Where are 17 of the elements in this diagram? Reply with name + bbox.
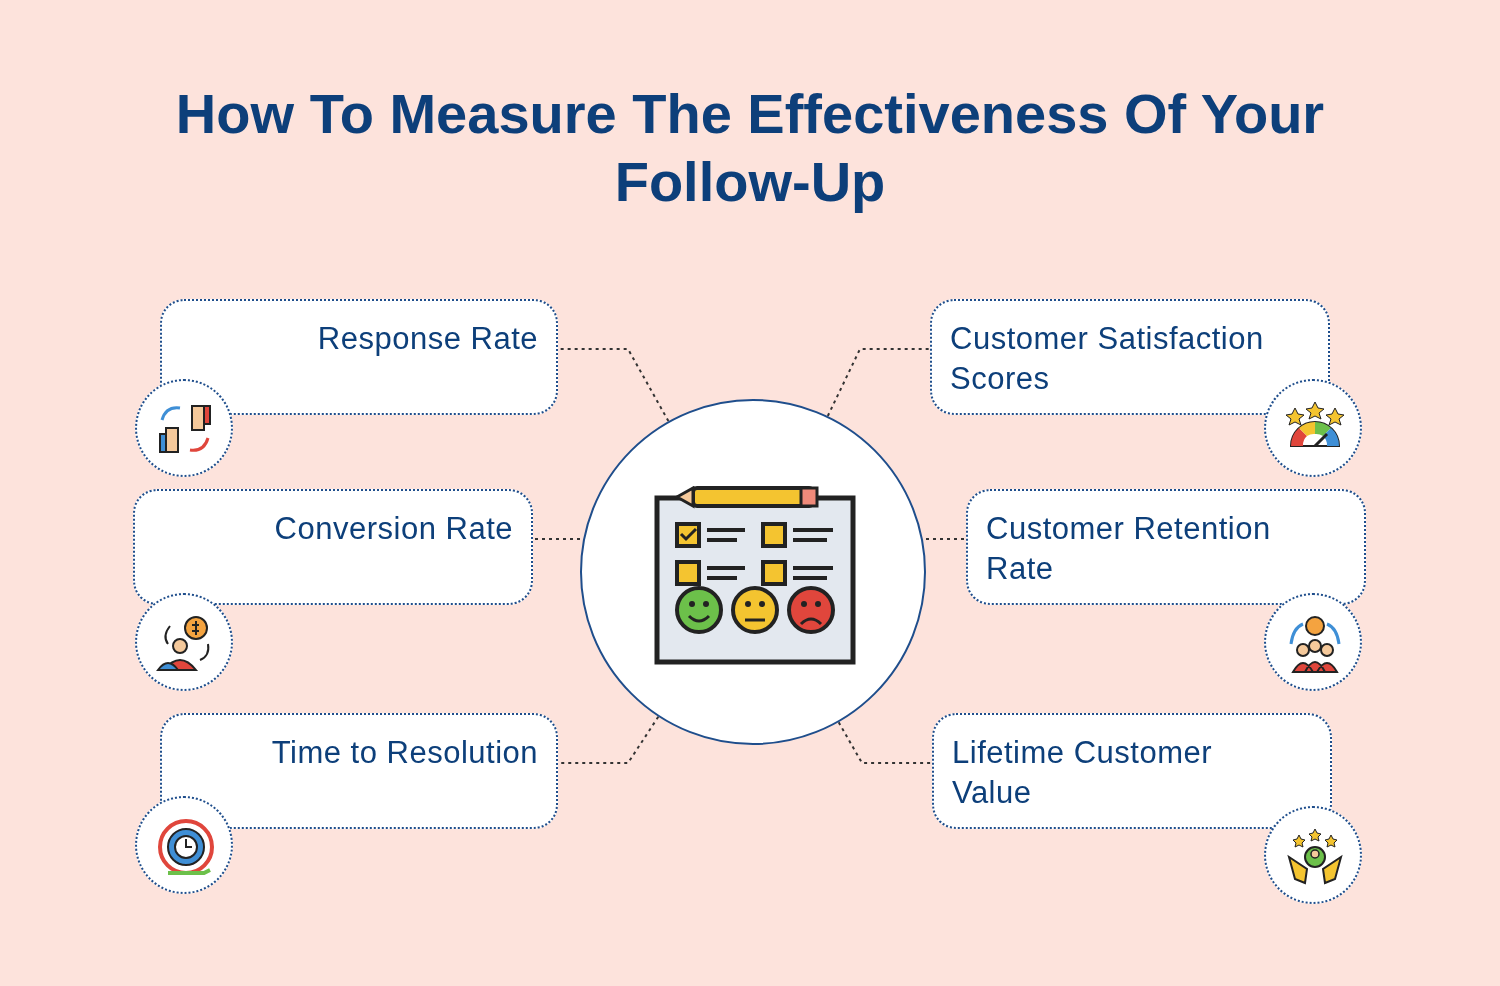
metric-label: Time to Resolution — [271, 734, 538, 772]
metric-label: Customer Retention Rate — [986, 510, 1272, 588]
metric-card — [160, 299, 558, 415]
metric-card — [930, 299, 1330, 415]
metric-card — [133, 489, 533, 605]
metric-card — [160, 713, 558, 829]
connector-line — [826, 348, 931, 417]
connector-line — [837, 721, 933, 764]
metric-label: Response Rate — [317, 320, 538, 358]
metric-card — [932, 713, 1332, 829]
connector-line — [532, 538, 581, 540]
connector-line — [925, 538, 967, 540]
metric-label: Conversion Rate — [274, 510, 513, 548]
title: How To Measure The Effectiveness Of Your Follow-Up — [174, 81, 1326, 215]
metric-card — [966, 489, 1366, 605]
metric-label: Customer Satisfaction Scores — [950, 320, 1265, 398]
metric-label: Lifetime Customer Value — [952, 734, 1214, 812]
